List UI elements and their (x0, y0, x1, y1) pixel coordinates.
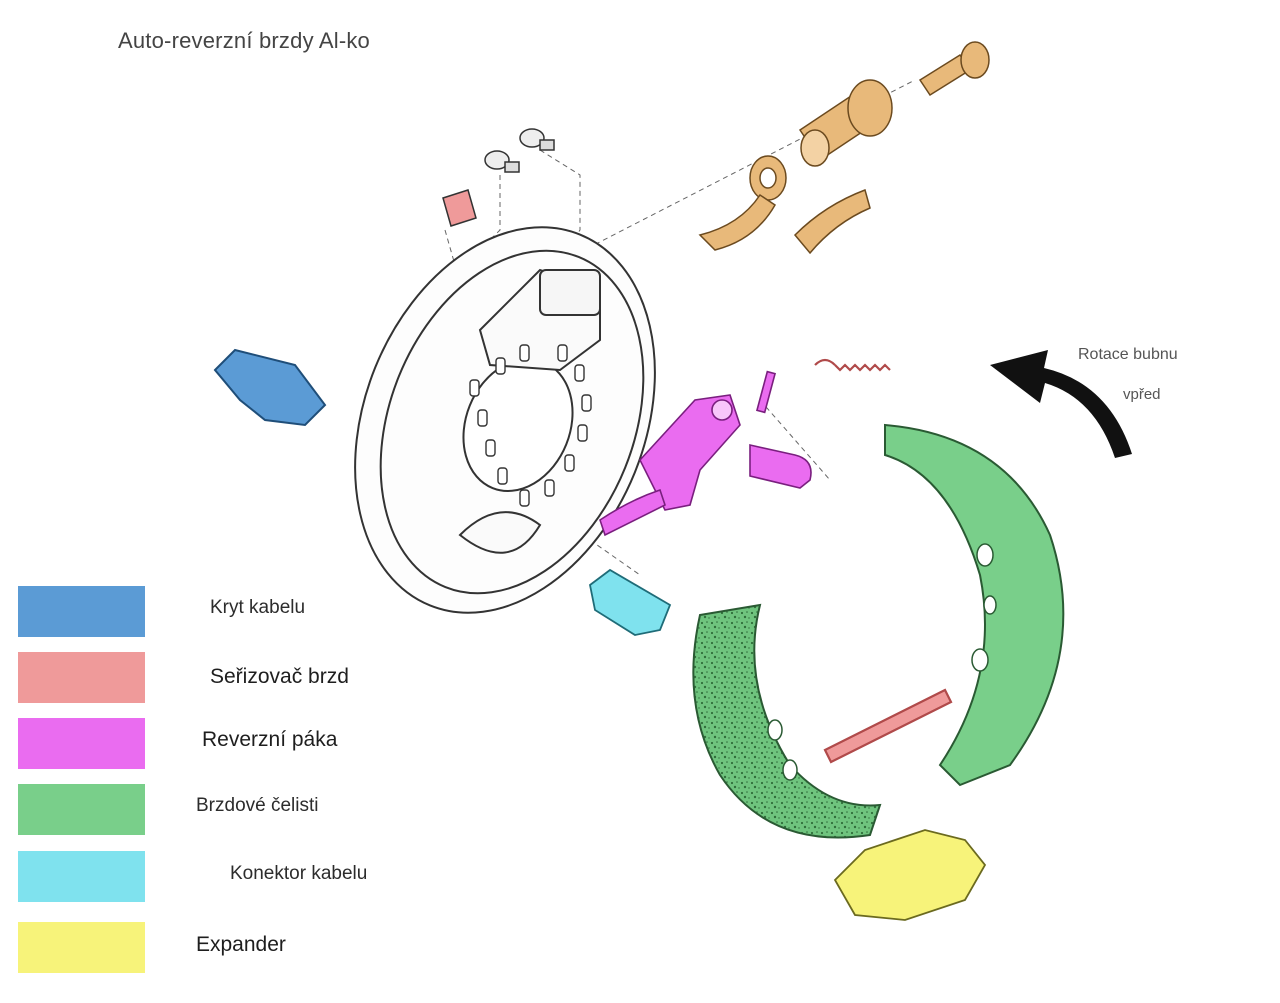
mounting-bolts (484, 128, 555, 173)
legend-label-expander: Expander (196, 933, 286, 956)
legend-swatch-cable-cover (18, 586, 145, 637)
legend-label-reverse-lever: Reverzní páka (202, 728, 338, 751)
legend-swatch-expander (18, 922, 145, 973)
adjuster-bronze-parts (698, 41, 990, 255)
adjuster-spring (814, 358, 891, 372)
rotation-label-line2: vpřed (1123, 386, 1161, 403)
shoe-holes (767, 543, 997, 781)
rotation-label-line1: Rotace bubnu (1078, 346, 1178, 363)
diagram-title: Auto-reverzní brzdy Al-ko (118, 28, 370, 53)
brake-shoe-right (884, 423, 1065, 787)
reverse-lever-part (599, 370, 812, 537)
legend-swatch-brake-adjuster (18, 652, 145, 703)
return-spring (823, 688, 953, 764)
cable-connector-part (589, 568, 672, 636)
legend-label-cable-cover: Kryt kabelu (210, 597, 306, 618)
backing-plate-slots (469, 344, 592, 507)
legend-label-brake-shoes: Brzdové čelisti (196, 795, 319, 816)
rotation-arrow-icon (990, 350, 1132, 458)
legend-swatch-cable-connector (18, 851, 145, 902)
legend-swatch-brake-shoes (18, 784, 145, 835)
adjuster-plate (442, 189, 477, 227)
expander-part (833, 829, 987, 921)
legend-label-cable-connector: Konektor kabelu (230, 863, 368, 884)
brake-shoe-left (692, 603, 882, 839)
cable-cover-part (213, 348, 327, 427)
legend-label-brake-adjuster: Seřizovač brzd (210, 665, 349, 688)
backing-plate (354, 226, 656, 614)
legend-swatch-reverse-lever (18, 718, 145, 769)
